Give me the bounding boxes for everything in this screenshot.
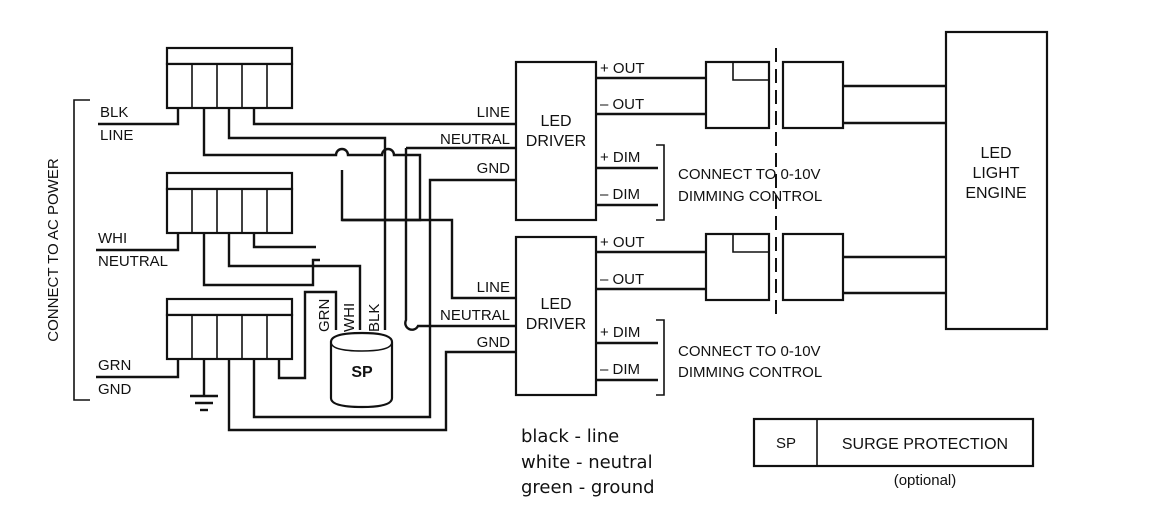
sp-label: SP (351, 364, 373, 381)
neutral-label: NEUTRAL (98, 253, 168, 270)
driver-2-neutral-label: NEUTRAL (440, 307, 510, 324)
driver-2-dim-minus: – DIM (600, 361, 640, 378)
engine-label-3: ENGINE (965, 185, 1026, 202)
sp-key-abbr: SP (776, 435, 796, 452)
driver-1-out-minus: – OUT (600, 96, 644, 113)
driver-1-neutral-label: NEUTRAL (440, 131, 510, 148)
driver-2-out-minus: – OUT (600, 271, 644, 288)
sp-key: SP SURGE PROTECTION (optional) (752, 417, 1035, 489)
legend-green: green - ground (521, 477, 655, 498)
surge-protector: SP GRN WHI BLK (316, 299, 394, 409)
blk-label: BLK (100, 104, 128, 121)
driver-2-dim-note-1: CONNECT TO 0-10V (678, 343, 821, 360)
distribution-wires (202, 108, 516, 432)
grn-label: GRN (98, 357, 131, 374)
input-leads (96, 108, 180, 379)
driver-1-gnd-label: GND (477, 160, 511, 177)
driver-1-title-2: DRIVER (526, 133, 586, 150)
led-driver-2: LED DRIVER LINE NEUTRAL GND + OUT – OUT … (440, 234, 822, 397)
engine-label-1: LED (980, 145, 1011, 162)
terminal-block-neutral (165, 171, 294, 235)
led-driver-1: LED DRIVER LINE NEUTRAL GND + OUT – OUT … (440, 60, 822, 222)
terminal-block-line (165, 46, 294, 110)
driver-1-line-label: LINE (477, 104, 510, 121)
driver-1-dim-note-2: DIMMING CONTROL (678, 188, 822, 205)
legend-black: black - line (521, 426, 619, 447)
terminal-block-ground (165, 297, 294, 361)
sp-grn-label: GRN (316, 299, 333, 332)
wire-color-legend: black - line white - neutral green - gro… (521, 426, 655, 498)
gnd-label: GND (98, 381, 132, 398)
sp-key-name: SURGE PROTECTION (842, 436, 1008, 453)
ac-power-label: CONNECT TO AC POWER (45, 158, 62, 342)
connector-1 (704, 60, 946, 130)
driver-2-title-2: DRIVER (526, 316, 586, 333)
driver-1-title-1: LED (540, 113, 571, 130)
line-label: LINE (100, 127, 133, 144)
engine-label-2: LIGHT (972, 165, 1019, 182)
driver-2-gnd-label: GND (477, 334, 511, 351)
ac-power-bracket: CONNECT TO AC POWER (45, 99, 90, 401)
driver-1-dim-minus: – DIM (600, 186, 640, 203)
driver-2-line-label: LINE (477, 279, 510, 296)
driver-1-out-plus: + OUT (600, 60, 645, 77)
sp-key-note: (optional) (894, 472, 957, 489)
sp-whi-label: WHI (341, 303, 358, 332)
driver-1-dim-plus: + DIM (600, 149, 640, 166)
earth-ground-icon (190, 359, 218, 412)
legend-white: white - neutral (521, 452, 653, 473)
sp-blk-label: BLK (366, 304, 383, 332)
driver-2-dim-note-2: DIMMING CONTROL (678, 364, 822, 381)
whi-label: WHI (98, 230, 127, 247)
driver-2-dim-plus: + DIM (600, 324, 640, 341)
driver-1-dim-note-1: CONNECT TO 0-10V (678, 166, 821, 183)
led-light-engine: LED LIGHT ENGINE (944, 30, 1049, 331)
connector-2 (704, 232, 946, 302)
driver-2-title-1: LED (540, 296, 571, 313)
driver-2-out-plus: + OUT (600, 234, 645, 251)
